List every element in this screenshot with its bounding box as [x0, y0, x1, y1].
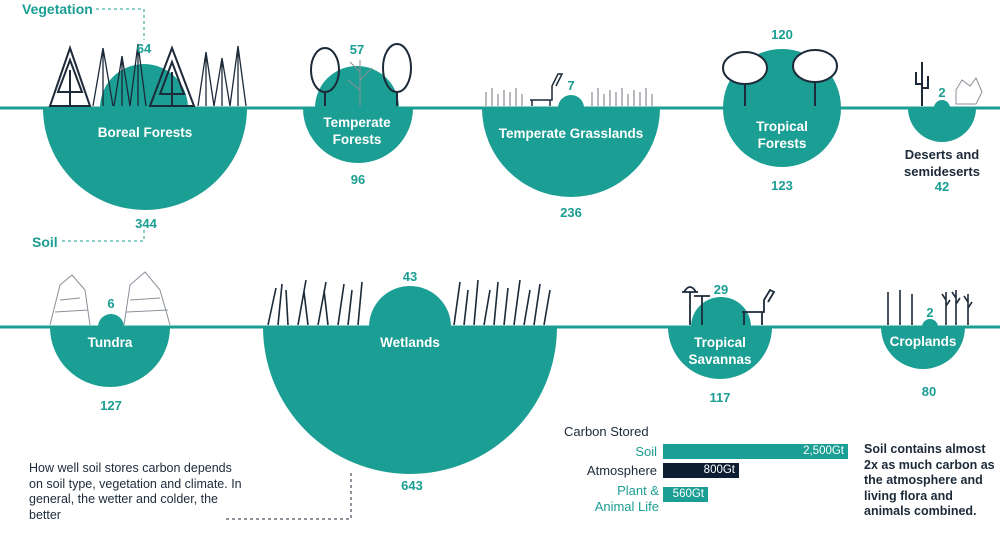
legend-soil-label: Soil [32, 234, 58, 250]
vegetation-value-tropical-savannas: 29 [713, 282, 729, 297]
biome-label-deserts: Deserts and semideserts [904, 147, 980, 179]
veg-tropical-savannas [691, 297, 751, 327]
soil-leader [62, 230, 145, 242]
reeds-icon [267, 279, 551, 326]
soil-deserts [908, 108, 976, 142]
carbon-soil-label: Soil [635, 444, 657, 459]
vegetation-value-tundra: 6 [107, 296, 115, 311]
vegetation-leader [96, 8, 145, 40]
bar-plant-animal [663, 487, 708, 502]
vegetation-value-temperate-grasslands: 7 [567, 78, 575, 93]
veg-wetlands [369, 286, 451, 327]
shrub-icon [49, 271, 171, 326]
vegetation-value-temperate-forests: 57 [349, 42, 365, 57]
carbon-atmosphere-value: 800Gt [703, 464, 735, 476]
soil-wetlands [263, 327, 557, 474]
note-leader [226, 472, 352, 520]
vegetation-value-tropical-forests: 120 [771, 27, 793, 42]
soil-boreal-forests [43, 108, 247, 210]
veg-croplands [922, 319, 938, 327]
biome-label-tropical-forests: Tropical Forests [756, 119, 808, 151]
bar-atmosphere [663, 463, 739, 478]
soil-tropical-savannas [668, 327, 772, 379]
biome-label-wetlands: Wetlands [380, 335, 440, 350]
legend-vegetation-label: Vegetation [22, 1, 93, 17]
biome-label-temperate-grasslands: Temperate Grasslands [498, 126, 644, 141]
veg-temperate-grasslands [558, 95, 584, 108]
soil-value-deserts: 42 [934, 179, 950, 194]
right-note: Soil contains almost 2x as much carbon a… [864, 442, 995, 518]
savanna-goat-icon [682, 286, 776, 325]
carbon-soil-value: 2,500Gt [803, 445, 844, 457]
conifer-trees-icon [48, 43, 247, 107]
soil-value-temperate-forests: 96 [350, 172, 366, 187]
tropical-trees-icon [722, 49, 838, 106]
carbon-stored-title: Carbon Stored [564, 424, 649, 439]
veg-tundra [98, 314, 124, 327]
soil-tropical-forests [723, 108, 841, 167]
soil-tundra [50, 327, 170, 387]
veg-deserts [934, 100, 950, 108]
soil-value-boreal-forests: 344 [135, 216, 157, 231]
soil-value-tropical-savannas: 117 [709, 390, 731, 405]
crops-icon [887, 290, 973, 325]
soil-croplands [881, 327, 965, 369]
soil-value-wetlands: 643 [401, 478, 423, 493]
bar-soil [663, 444, 848, 459]
soil-value-tundra: 127 [100, 398, 122, 413]
grass-goat-icon [485, 73, 653, 106]
soil-value-croplands: 80 [921, 384, 937, 399]
deciduous-trees-icon [310, 43, 412, 106]
soil-temperate-forests [303, 108, 413, 163]
vegetation-value-boreal-forests: 64 [136, 41, 152, 56]
soil-value-temperate-grasslands: 236 [560, 205, 582, 220]
biome-label-croplands: Croplands [889, 334, 957, 349]
vegetation-value-croplands: 2 [926, 305, 934, 320]
biome-label-temperate-forests: Temperate Forests [323, 115, 391, 147]
cactus-icon [915, 62, 983, 106]
vegetation-value-deserts: 2 [938, 85, 946, 100]
carbon-atmosphere-label: Atmosphere [586, 463, 657, 478]
soil-value-tropical-forests: 123 [771, 178, 793, 193]
vegetation-value-wetlands: 43 [402, 269, 418, 284]
biome-label-tropical-savannas: Tropical Savannas [688, 335, 752, 367]
biome-label-tundra: Tundra [87, 335, 133, 350]
biome-label-boreal-forests: Boreal Forests [97, 125, 193, 140]
carbon-plant-animal-value: 560Gt [672, 488, 704, 500]
soil-temperate-grasslands [482, 108, 660, 197]
carbon-plant-animal-label: Plant & Animal Life [594, 483, 659, 514]
left-note: How well soil stores carbon depends on s… [29, 461, 242, 522]
